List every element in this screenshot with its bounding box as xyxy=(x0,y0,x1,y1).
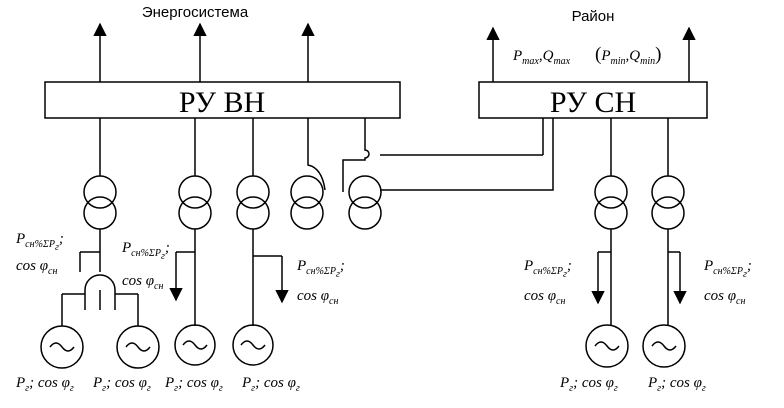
generator-label: Pг; cos φг xyxy=(164,375,223,394)
svg-text:cos φсн: cos φсн xyxy=(704,288,745,307)
power-system-caption: Энергосистема xyxy=(142,4,249,21)
generator-label: Pг; cos φг xyxy=(559,375,618,394)
hv-busbar xyxy=(44,81,401,119)
svg-text:cos φсн: cos φсн xyxy=(16,258,57,277)
split-winding-node xyxy=(84,274,116,291)
svg-text:Pсн%ΣPг;: Pсн%ΣPг; xyxy=(523,258,572,280)
transformer xyxy=(178,175,212,230)
coupling-transformer xyxy=(290,175,324,230)
generator-label: Pг; cos φг xyxy=(241,375,300,394)
svg-text:cos φсн: cos φсн xyxy=(524,288,565,307)
svg-text:Pсн%ΣPг;: Pсн%ΣPг; xyxy=(703,258,752,280)
coupling-transformer xyxy=(348,175,382,230)
generator xyxy=(232,324,274,366)
transformer xyxy=(594,175,628,230)
mv-busbar xyxy=(478,81,708,119)
hv-busbar-label: РУ ВН xyxy=(179,86,265,119)
svg-text:cos φсн: cos φсн xyxy=(122,273,163,292)
aux-load-label: Pсн%ΣPг; cos φсн xyxy=(523,258,572,307)
district-load-label: Pmax,Qmax (Pmin,Qmin) xyxy=(512,44,661,67)
transformer xyxy=(236,175,270,230)
generator xyxy=(174,324,216,366)
generator xyxy=(585,324,629,368)
svg-text:Pсн%ΣPг;: Pсн%ΣPг; xyxy=(121,240,170,262)
svg-text:Pсн%ΣPг;: Pсн%ΣPг; xyxy=(15,231,64,253)
generator xyxy=(642,324,686,368)
aux-load-label: Pсн%ΣPг; cos φсн xyxy=(703,258,752,307)
district-caption: Район xyxy=(572,8,615,25)
svg-text:(Pmin,Qmin): (Pmin,Qmin) xyxy=(595,44,661,67)
svg-text:Pmax,Qmax: Pmax,Qmax xyxy=(512,48,571,67)
aux-load-label: Pсн%ΣPг; cos φсн xyxy=(296,258,345,307)
generator-label: Pг; cos φг xyxy=(647,375,706,394)
aux-load-label: Pсн%ΣPг; cos φсн xyxy=(121,240,170,292)
svg-text:Pсн%ΣPг;: Pсн%ΣPг; xyxy=(296,258,345,280)
mv-busbar-label: РУ СН xyxy=(550,86,636,119)
generator xyxy=(40,325,84,369)
aux-load-label: Pсн%ΣPг; cos φсн xyxy=(15,231,64,277)
transformer xyxy=(83,175,117,230)
svg-text:cos φсн: cos φсн xyxy=(297,288,338,307)
transformer xyxy=(651,175,685,230)
generator-label: Pг; cos φг xyxy=(92,375,151,394)
generator-label: Pг; cos φг xyxy=(15,375,74,394)
generator xyxy=(116,325,160,369)
